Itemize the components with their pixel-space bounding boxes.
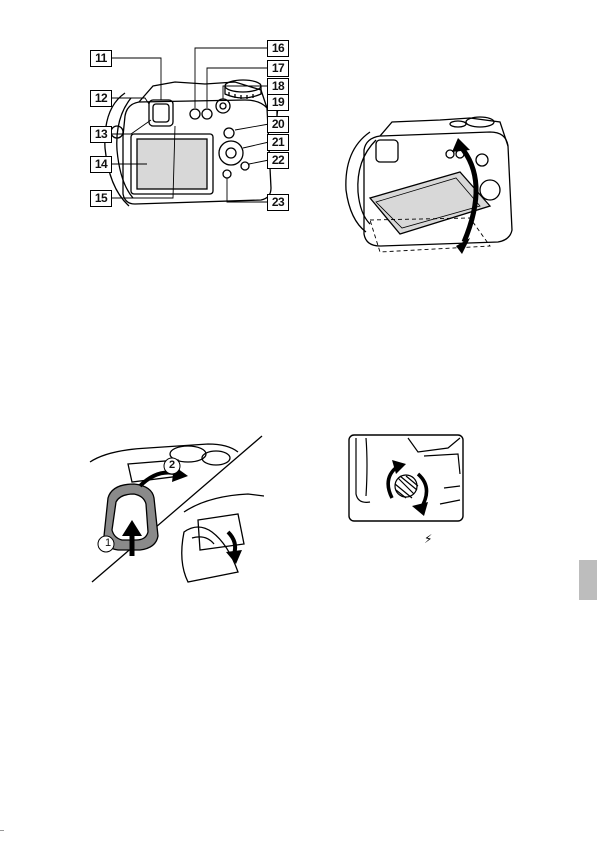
step-2-label: 2 — [166, 459, 178, 471]
eyecup-removal-figure — [88, 432, 264, 584]
tilting-monitor-figure — [340, 110, 522, 270]
step-1-label: 1 — [102, 537, 114, 549]
callout-13: 13 — [90, 126, 112, 143]
callout-18: 18 — [267, 78, 289, 95]
callout-21: 21 — [267, 134, 289, 151]
callout-19: 19 — [267, 94, 289, 111]
callout-14: 14 — [90, 156, 112, 173]
flash-icon: ⚡ — [424, 532, 432, 546]
callout-22: 22 — [267, 152, 289, 169]
callout-23: 23 — [267, 194, 289, 211]
callout-17: 17 — [267, 60, 289, 77]
callout-20: 20 — [267, 116, 289, 133]
callout-16: 16 — [267, 40, 289, 57]
callout-11: 11 — [90, 50, 112, 67]
section-thumb-tab — [579, 560, 597, 600]
callout-15: 15 — [90, 190, 112, 207]
diopter-dial-figure — [348, 434, 464, 522]
page-edge-mark — [0, 830, 4, 831]
callout-12: 12 — [90, 90, 112, 107]
